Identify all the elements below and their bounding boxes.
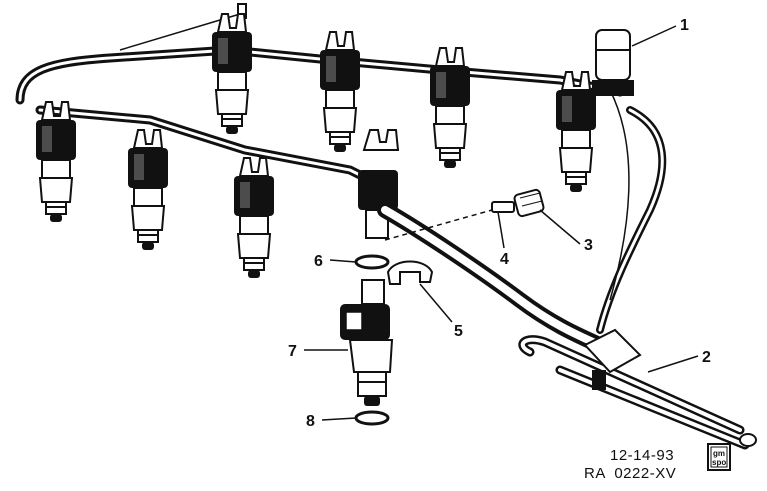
injector-socket [358,129,400,239]
callout-5: 5 [454,323,463,340]
retainer-clip [386,260,434,285]
injector-front-1 [35,101,77,223]
o-ring-lower [354,410,390,426]
vacuum-line [609,89,630,301]
logo-line-2: spo [712,458,726,467]
valve-cap [513,188,545,218]
injector-rear-2 [319,31,361,153]
callout-1: 1 [680,17,689,34]
logo-line-1: gm [713,449,725,458]
callout-7: 7 [288,343,297,360]
injector-rear-4 [555,71,597,193]
diagram-code: RA 0222-XV [584,465,676,482]
schrader-valve [384,201,515,241]
fuel-pipe-assembly [518,328,757,450]
injector-rear-3 [429,47,471,169]
injector-front-2 [127,129,169,251]
callout-6: 6 [314,253,323,270]
diagram-date: 12-14-93 [610,447,674,464]
callout-4: 4 [500,251,509,268]
leader-lines [304,25,699,421]
callout-3: 3 [584,237,593,254]
callout-8: 8 [306,413,315,430]
gm-spo-logo: gm spo [707,443,731,471]
injector-rear-1 [211,13,253,135]
callout-2: 2 [702,349,711,366]
o-ring-upper [354,254,390,270]
pressure-regulator [592,29,634,96]
injector-removed [340,279,394,406]
injector-front-3 [233,157,275,279]
